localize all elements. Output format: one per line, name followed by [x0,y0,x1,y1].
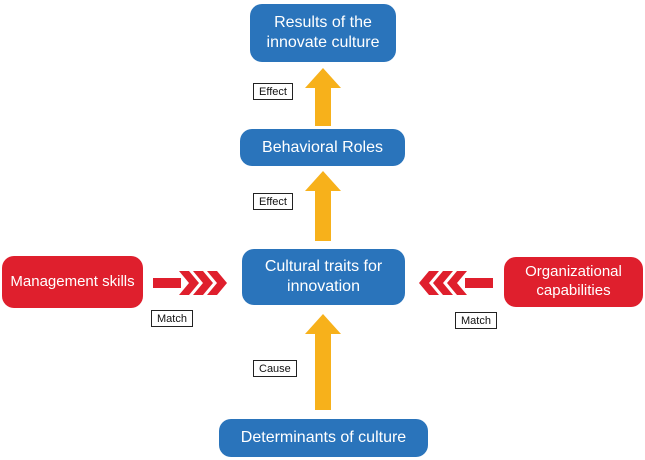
node-determinants-label: Determinants of culture [240,429,407,446]
node-cultural-traits: Cultural traits for innovation [242,249,405,305]
node-management-skills-label: Management skills [10,272,135,290]
node-organizational-capabilities-label: Organizational capabilities [525,263,622,299]
node-cultural-traits-label: Cultural traits for innovation [264,258,383,295]
node-behavioral-roles: Behavioral Roles [240,129,405,166]
arrow-effect-top [305,68,341,126]
edge-label-match-right: Match [455,312,497,329]
node-management-skills: Management skills [2,256,143,308]
node-behavioral-roles-label: Behavioral Roles [262,138,383,156]
edge-label-cause: Cause [253,360,297,377]
chevron-arrow-left [153,271,227,295]
arrow-cause [305,314,341,410]
chevron-arrow-right [419,271,493,295]
edge-label-match-left: Match [151,310,193,327]
node-results: Results of the innovate culture [250,4,396,62]
arrow-effect-middle [305,171,341,241]
node-organizational-capabilities: Organizational capabilities [504,257,643,307]
edge-label-effect-middle: Effect [253,193,293,210]
node-determinants: Determinants of culture [219,419,428,457]
edge-label-effect-top: Effect [253,83,293,100]
node-results-label: Results of the innovate culture [266,14,380,51]
